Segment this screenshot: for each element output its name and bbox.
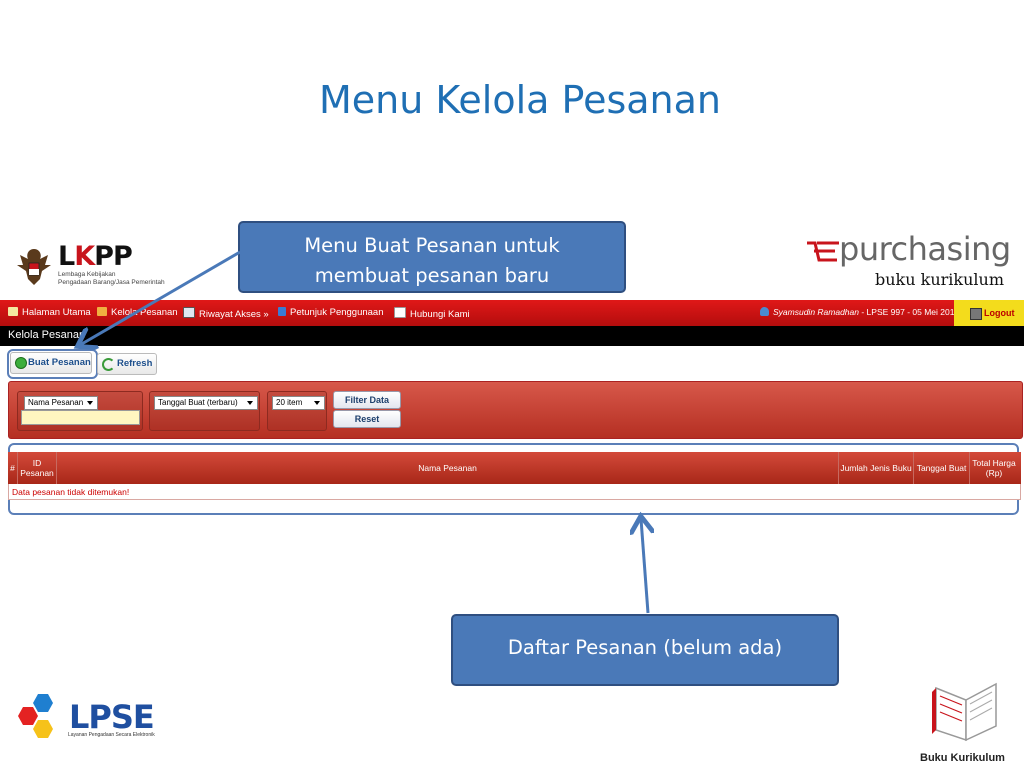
buku-kurikulum-label: buku kurikulum xyxy=(875,270,1004,289)
lpse-hexagons-icon xyxy=(18,694,53,738)
e-cart-icon xyxy=(807,241,839,262)
garuda-emblem-icon xyxy=(17,249,51,285)
search-group: Nama Pesanan xyxy=(17,391,143,431)
open-book-icon xyxy=(932,682,997,742)
reset-button[interactable]: Reset xyxy=(333,410,401,428)
home-icon xyxy=(8,307,18,316)
nav-hubungi-kami[interactable]: Hubungi Kami xyxy=(394,307,470,320)
lkpp-logo: LKPP Lembaga Kebijakan Pengadaan Barang/… xyxy=(14,241,204,291)
add-icon xyxy=(15,357,27,369)
lkpp-wordmark: LKPP xyxy=(58,241,133,272)
history-icon xyxy=(183,307,195,318)
table-header: # ID Pesanan Nama Pesanan Jumlah Jenis B… xyxy=(8,452,1021,484)
col-id-pesanan[interactable]: ID Pesanan xyxy=(18,452,57,484)
lpse-subtitle: Layanan Pengadaan Secara Elektronik xyxy=(68,732,155,738)
arrow-to-daftar-pesanan xyxy=(641,519,648,614)
col-jumlah-jenis-buku[interactable]: Jumlah Jenis Buku xyxy=(839,452,914,484)
user-icon xyxy=(760,307,769,316)
empty-message-row: Data pesanan tidak ditemukan! xyxy=(8,484,1021,500)
callout-daftar-pesanan: Daftar Pesanan (belum ada) xyxy=(451,614,839,686)
col-no[interactable]: # xyxy=(8,452,18,484)
callout-buat-pesanan: Menu Buat Pesanan untuk membuat pesanan … xyxy=(238,221,626,293)
refresh-icon xyxy=(102,358,115,371)
buat-pesanan-button[interactable]: Buat Pesanan xyxy=(10,352,92,374)
nav-petunjuk-penggunaan[interactable]: Petunjuk Penggunaan xyxy=(278,307,384,318)
logout-button[interactable]: Logout xyxy=(954,300,1024,326)
field-select[interactable]: Nama Pesanan xyxy=(24,396,98,410)
main-nav-bar: Halaman Utama Kelola Pesanan Riwayat Aks… xyxy=(0,300,1024,326)
page-size-select[interactable]: 20 item xyxy=(272,396,325,410)
slide-title: Menu Kelola Pesanan xyxy=(318,78,722,122)
col-tanggal-buat[interactable]: Tanggal Buat xyxy=(914,452,970,484)
lkpp-subtitle: Lembaga Kebijakan Pengadaan Barang/Jasa … xyxy=(58,271,165,286)
sort-group: Tanggal Buat (terbaru) xyxy=(149,391,260,431)
lpse-logo: LPSE Layanan Pengadaan Secara Elektronik xyxy=(14,690,155,750)
arrow-to-buat-pesanan xyxy=(80,250,241,345)
filter-panel: Nama Pesanan Tanggal Buat (terbaru) 20 i… xyxy=(8,381,1023,439)
filter-data-button[interactable]: Filter Data xyxy=(333,391,401,409)
refresh-button[interactable]: Refresh xyxy=(97,353,157,375)
user-info: Syamsudin Ramadhan - LPSE 997 - 05 Mei 2… xyxy=(760,307,959,317)
manual-icon xyxy=(278,307,286,316)
buku-kurikulum-logo: Buku Kurikulum xyxy=(920,668,1020,768)
page-heading: Kelola Pesanan xyxy=(8,329,86,341)
col-nama-pesanan[interactable]: Nama Pesanan xyxy=(57,452,839,484)
page-size-group: 20 item xyxy=(267,391,327,431)
epurchasing-logo: purchasing buku kurikulum xyxy=(805,230,1015,294)
logout-icon xyxy=(970,308,982,320)
sort-select[interactable]: Tanggal Buat (terbaru) xyxy=(154,396,258,410)
buku-kurikulum-caption: Buku Kurikulum xyxy=(920,752,1005,764)
nav-kelola-pesanan[interactable]: Kelola Pesanan xyxy=(97,307,178,318)
lpse-wordmark: LPSE xyxy=(69,698,155,736)
epurchasing-word: purchasing xyxy=(839,230,1011,268)
search-input[interactable] xyxy=(21,410,140,425)
nav-halaman-utama[interactable]: Halaman Utama xyxy=(8,307,91,318)
col-total-harga[interactable]: Total Harga (Rp) xyxy=(972,458,1016,478)
nav-riwayat-akses[interactable]: Riwayat Akses » xyxy=(183,307,269,320)
mail-icon xyxy=(394,307,406,318)
folder-icon xyxy=(97,307,107,316)
page-heading-bar: Kelola Pesanan xyxy=(0,326,1024,346)
